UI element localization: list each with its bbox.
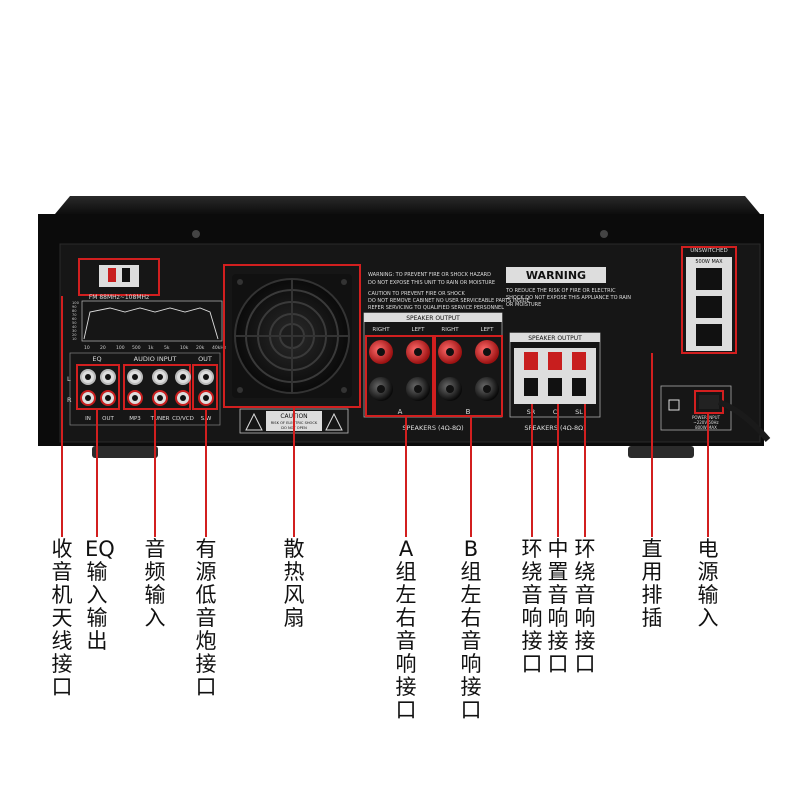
right-label-a: RIGHT [372,327,390,333]
eq-y-tick: 80 [72,309,77,313]
small-warning-text: WARNING: TO PREVENT FIRE OR SHOCK HAZARD… [368,272,530,311]
eq-x-tick: 20 [100,345,106,351]
footer-cdvcd: CD/VCD [172,416,194,422]
annotation-surround-r: 环绕音响接口 [521,537,543,676]
fm-label: FM 88MHz~108MHz [89,294,149,301]
row-label-l: L [67,375,71,383]
eq-y-tick: 40 [72,325,77,329]
foot-right [628,446,694,458]
out-header: OUT [198,355,212,363]
warning-small-1: WARNING: TO PREVENT FIRE OR SHOCK HAZARD [368,272,491,278]
unswitched-max: 500W MAX [695,259,723,265]
eq-x-tick: 10k [180,345,189,351]
power-text-3: 800W MAX [695,425,717,430]
eq-y-tick: 60 [72,317,77,321]
eq-x-tick: 20k [196,345,205,351]
eq-x-tick: 40kHz [212,345,227,351]
caution-small-2: DO NOT REMOVE CABINET NO USER SERVICEABL… [368,298,530,304]
annotation-subwoofer: 有源低音炮接口 [195,537,217,699]
annotation-audio-input: 音频输入 [144,537,166,630]
annotation-radio-antenna: 收音机天线接口 [51,537,73,699]
fm-antenna-highlight [78,258,160,296]
group-a-label: A [398,408,403,416]
spring-clip [572,352,586,370]
audio-input-header: AUDIO INPUT [134,355,177,363]
group-b-highlight [434,335,503,417]
unswitched-label: UNSWITCHED [690,248,727,254]
eq-x-tick: 500 [132,345,141,351]
group-b-label: B [466,408,471,416]
speakers-surround-rating: SPEAKERS (4Ω-8Ω) [524,424,585,432]
eq-y-tick: 20 [72,333,77,337]
eq-y-tick: 30 [72,329,77,333]
annotation-surround-l: 环绕音响接口 [574,537,596,676]
eq-x-tick: 100 [116,345,125,351]
left-label-b: LEFT [481,327,495,333]
power-text-1: POWER INPUT [692,415,721,420]
spring-clip [548,352,562,370]
warning-text-3: OR MOISTURE [506,302,541,308]
spring-clip [524,378,538,396]
annotation-outlet: 直用排插 [641,537,663,630]
row-label-r: R [67,396,72,404]
eq-y-tick: 50 [72,321,77,325]
warning-text-2: SHOCK DO NOT EXPOSE THIS APPLIANCE TO RA… [506,295,631,301]
cooling-fan [223,264,361,408]
footer-mp3: MP3 [129,416,141,422]
eq-y-tick: 90 [72,305,77,309]
warning-small-2: DO NOT EXPOSE THIS UNIT TO RAIN OR MOIST… [368,280,495,286]
speaker-output-ab-title: SPEAKER OUTPUT [406,315,460,322]
caution-small-1: CAUTION TO PREVENT FIRE OR SHOCK [368,291,465,297]
footer-out: OUT [102,416,114,422]
eq-y-tick: 70 [72,313,77,317]
foot-left [92,446,158,458]
warning-label: WARNING TO REDUCE THE RISK OF FIRE OR EL… [505,267,631,308]
fan-highlight [223,264,361,408]
spring-clip [524,352,538,370]
surround-label-sl: SL [575,408,583,416]
footer-tuner: TUNER [150,416,170,422]
warning-text-1: TO REDUCE THE RISK OF FIRE OR ELECTRIC [505,288,616,294]
rca-panel: EQ AUDIO INPUT OUT L R IN OUT MP3 TUNER … [67,352,221,426]
speakers-ab-rating: SPEAKERS (4Ω-8Ω) [402,424,463,432]
annotation-power: 电源输入 [697,537,719,630]
outlet-highlight [681,246,737,354]
warning-title: WARNING [526,269,586,282]
right-label-b: RIGHT [441,327,459,333]
speaker-output-ab: SPEAKER OUTPUT RIGHT LEFT RIGHT LEFT A B… [363,312,503,432]
spring-clip [572,378,586,396]
annotation-fan: 散热风扇 [283,537,305,630]
group-a-highlight [365,335,434,417]
power-text-2: ~220V/50Hz [693,420,718,425]
surround-label-c: C [553,408,558,416]
eq-x-tick: 1k [148,345,154,351]
unswitched-outlets: UNSWITCHED 500W MAX [681,246,737,354]
eq-x-tick: 5k [164,345,170,351]
left-label-a: LEFT [412,327,426,333]
speaker-output-surround-title: SPEAKER OUTPUT [528,335,582,342]
annotation-center: 中置音响接口 [547,537,569,676]
eq-x-tick: 10 [84,345,90,351]
caution-small-3: REFER SERVICING TO QUALIFIED SERVICE PER… [368,305,504,311]
speaker-output-surround: SPEAKER OUTPUT SR C SL SPEAKERS (4Ω-8Ω) [509,332,601,432]
eq-y-tick: 10 [72,337,77,341]
chassis-lid [55,196,760,214]
footer-in: IN [85,416,91,422]
audio-input-highlight [123,364,191,410]
eq-header: EQ [92,355,101,363]
eq-y-tick: 100 [72,301,80,305]
spring-clip [548,378,562,396]
